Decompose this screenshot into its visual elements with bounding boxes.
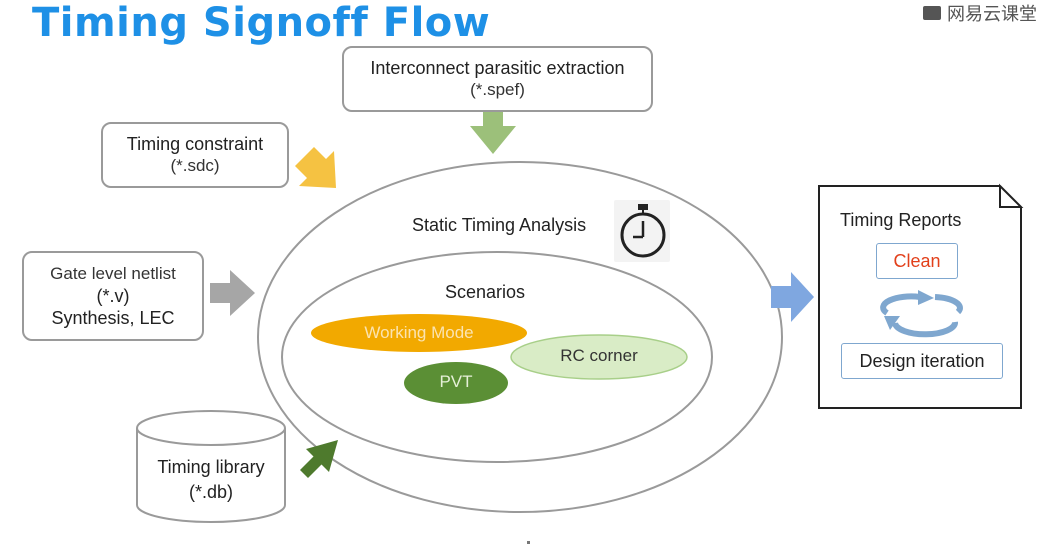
report-title: Timing Reports <box>840 210 962 230</box>
rc-corner-shape <box>510 334 688 380</box>
clean-label: Clean <box>893 250 941 271</box>
arrow-output <box>771 272 814 322</box>
parasitic-line1: Interconnect parasitic extraction <box>370 58 625 78</box>
design-iteration-badge: Design iteration <box>841 343 1003 379</box>
working-mode-shape <box>311 314 527 352</box>
constraint-line1: Timing constraint <box>126 134 264 154</box>
design-iteration-label: Design iteration <box>859 350 985 371</box>
scenarios-ellipse <box>281 251 713 463</box>
arrow-spef <box>470 112 516 154</box>
arrow-netlist <box>210 270 255 316</box>
cycle-arrows-icon <box>880 290 963 338</box>
arrow-lib-body <box>300 452 326 478</box>
library-line2: (*.db) <box>188 482 233 502</box>
netlist-line3: Synthesis, LEC <box>51 308 175 328</box>
stopwatch-icon <box>614 200 670 262</box>
gate-level-netlist-box: Gate level netlist (*.v) Synthesis, LEC <box>22 251 204 341</box>
working-mode-label: Working Mode <box>364 323 474 342</box>
netlist-line1: Gate level netlist <box>50 264 176 283</box>
arrow-sdc <box>295 147 336 188</box>
pvt-label: PVT <box>439 372 473 391</box>
pvt-shape <box>404 362 508 404</box>
timing-constraint-box: Timing constraint (*.sdc) <box>101 122 289 188</box>
parasitic-line2: (*.spef) <box>470 80 525 99</box>
chat-icon <box>923 6 941 20</box>
library-line1: Timing library <box>157 457 265 477</box>
watermark: 网易云课堂 <box>923 0 1037 26</box>
constraint-line2: (*.sdc) <box>170 156 220 175</box>
rc-corner-label: RC corner <box>560 346 638 365</box>
page-title: Timing Signoff Flow <box>32 0 491 46</box>
parasitic-extraction-box: Interconnect parasitic extraction (*.spe… <box>342 46 653 112</box>
watermark-text: 网易云课堂 <box>947 4 1037 24</box>
sta-label: Static Timing Analysis <box>412 215 587 235</box>
netlist-line2: (*.v) <box>96 286 130 306</box>
database-icon <box>136 410 286 523</box>
scenarios-label: Scenarios <box>445 282 526 302</box>
clean-badge: Clean <box>876 243 958 279</box>
